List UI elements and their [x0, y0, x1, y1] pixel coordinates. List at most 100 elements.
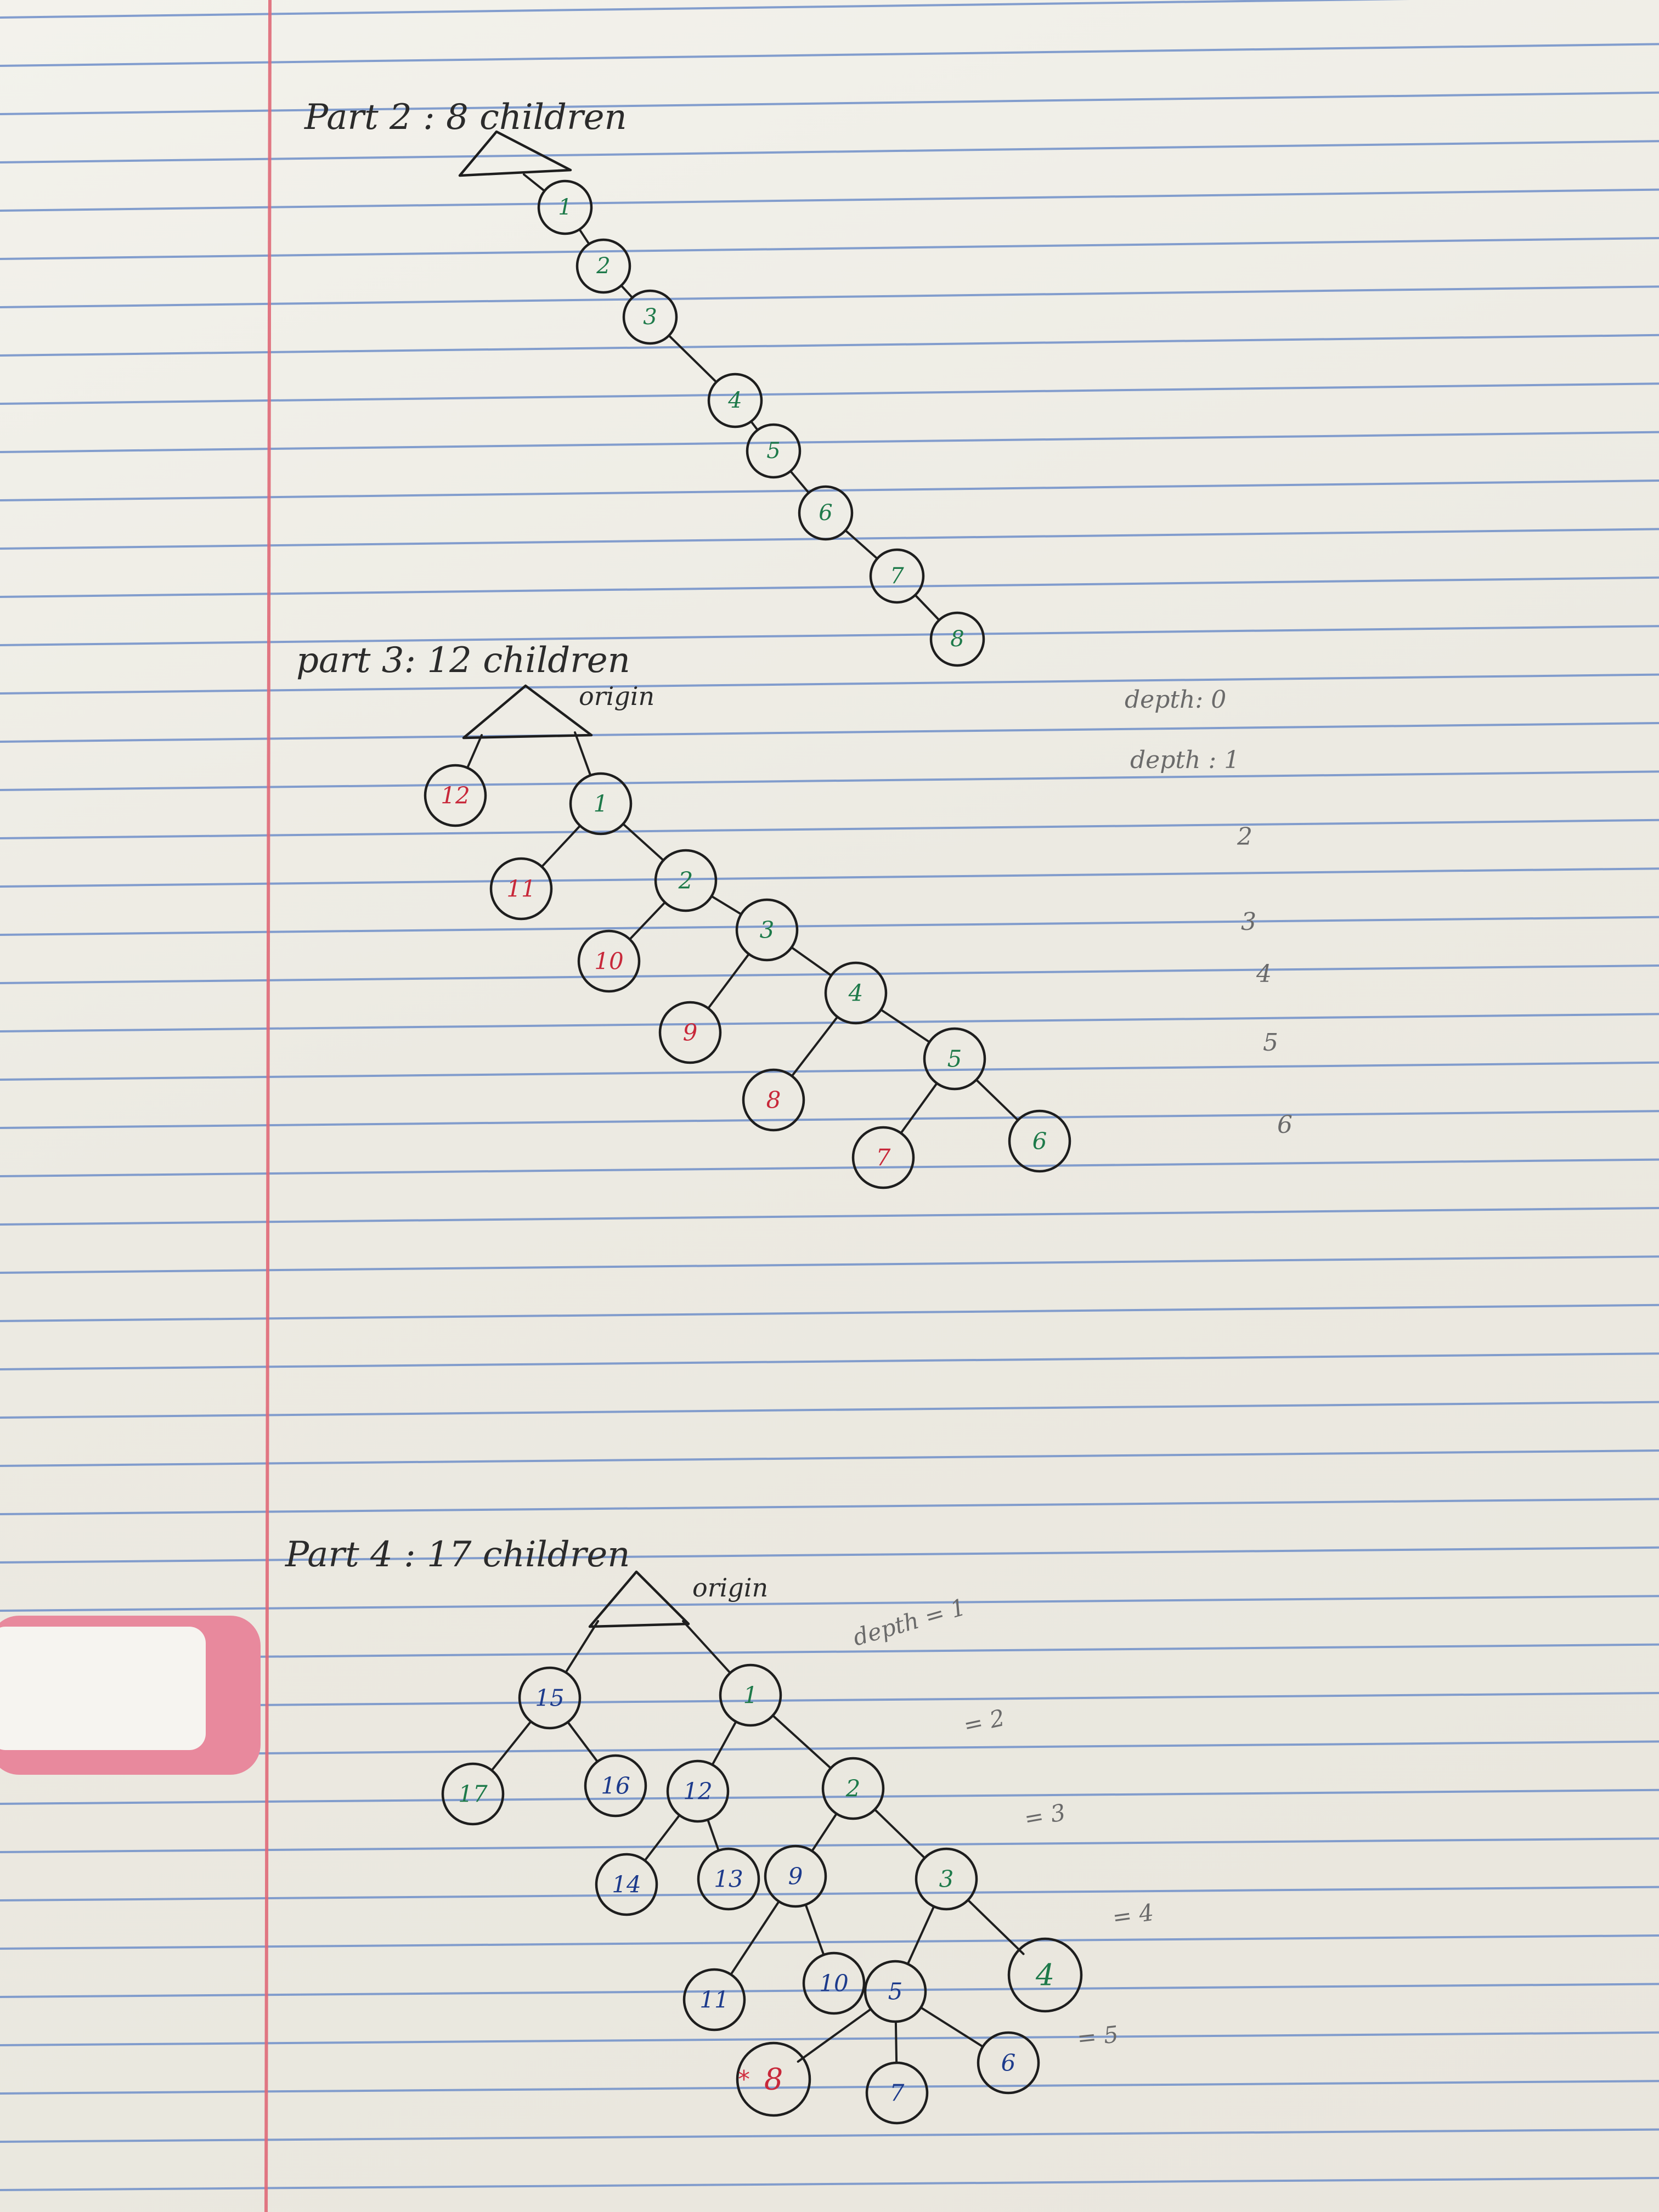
node-circle: [865, 2061, 929, 2125]
node-circle: [658, 1001, 722, 1064]
tree-edge: [707, 1818, 720, 1852]
node-circle: [719, 1663, 782, 1727]
tree-node-7: 7: [851, 1126, 915, 1189]
node-circle: [929, 611, 985, 667]
tree-edge: [914, 594, 940, 622]
node-circle: [697, 1847, 760, 1911]
node-circle: [764, 1844, 827, 1908]
node-label: 16: [601, 1773, 630, 1799]
depth-note: 5: [1263, 1029, 1278, 1057]
depth-note: 2: [1237, 823, 1252, 851]
tree-node-8: 8: [736, 2041, 811, 2117]
depth-note: 3: [1241, 908, 1256, 936]
node-label: 11: [506, 876, 535, 902]
tree-node-8: 8: [742, 1068, 805, 1132]
ruled-line: [0, 188, 1659, 212]
tree-edge: [710, 895, 743, 916]
node-label: 8: [766, 1087, 781, 1114]
tree-edge: [975, 1079, 1019, 1121]
tree-edge: [730, 1900, 780, 1976]
ruled-line: [0, 1449, 1659, 1467]
node-label: 2: [678, 867, 693, 894]
node-circle: [441, 1762, 505, 1826]
ruled-line: [0, 1788, 1659, 1805]
node-circle: [622, 289, 678, 345]
ruled-line: [0, 2128, 1659, 2143]
node-label: 4: [1035, 1958, 1054, 1993]
node-label: 13: [714, 1866, 743, 1893]
tree-node-3: 3: [622, 289, 678, 345]
ruled-line: [0, 1595, 1659, 1612]
tree-node-1: 1: [537, 179, 593, 235]
tree-edge: [574, 731, 592, 777]
node-label: 5: [766, 438, 780, 464]
tree-edge: [565, 1620, 599, 1674]
tree-edge: [644, 1814, 681, 1862]
ruled-line: [0, 382, 1659, 405]
tree-edge: [578, 228, 590, 245]
tree-node-6: 6: [798, 485, 854, 541]
tree-edge: [797, 2008, 872, 2063]
tree-edge: [540, 825, 582, 868]
node-label: 7: [890, 2080, 905, 2107]
node-label: 1: [594, 791, 608, 817]
depth-note: = 2: [961, 1704, 1007, 1739]
ruled-line: [0, 479, 1659, 501]
tree-edge: [879, 1008, 931, 1043]
ruled-line: [0, 625, 1659, 646]
node-label: 10: [819, 1970, 848, 1997]
ruled-line: [0, 576, 1659, 598]
ruled-line: [0, 0, 1410, 19]
ruled-line: [0, 2177, 1659, 2191]
tree-node-6: 6: [977, 2031, 1040, 2095]
tree-edge: [906, 1905, 935, 1965]
tree-edge: [523, 173, 546, 193]
tree-edge: [750, 420, 759, 431]
ruled-line: [0, 1886, 1659, 1901]
tree-node-3: 3: [915, 1847, 978, 1911]
tree-edge: [873, 1808, 926, 1859]
part-4-origin-label: origin: [692, 1573, 768, 1602]
tree-node-17: 17: [441, 1762, 505, 1826]
node-circle: [798, 485, 854, 541]
ruled-line: [0, 334, 1659, 357]
tree-node-2: 2: [575, 238, 631, 294]
node-label: 6: [1001, 2050, 1016, 2076]
node-label: 5: [888, 1978, 903, 2005]
part-4-origin-triangle: [588, 1570, 690, 1628]
node-label: 17: [458, 1781, 488, 1808]
ruled-line: [0, 237, 1659, 260]
part-3-tree: part 3: 12 children origin 1234567891011…: [296, 640, 1293, 1189]
node-label: 7: [890, 563, 904, 589]
tree-edge: [620, 284, 634, 299]
tree-node-5: 5: [864, 1960, 927, 2023]
node-label: 7: [876, 1144, 891, 1171]
tree-node-16: 16: [584, 1754, 647, 1818]
ruled-line: [0, 1158, 1659, 1177]
node-circle: [824, 961, 888, 1025]
node-circle: [682, 1968, 746, 2032]
ruled-line: [0, 1498, 1659, 1515]
node-circle: [575, 238, 631, 294]
tree-node-4: 4: [824, 961, 888, 1025]
part-2-title: Part 2 : 8 children: [304, 97, 627, 138]
ruled-line: [0, 1401, 1659, 1419]
depth-note: depth : 1: [1130, 746, 1239, 774]
ruled-line: [0, 1304, 1659, 1322]
node-circle: [869, 548, 925, 604]
node-label: 1: [743, 1682, 758, 1709]
node-label: 2: [845, 1775, 861, 1802]
tree-edge: [567, 1721, 599, 1763]
node-circle: [577, 929, 641, 993]
ruled-line: [0, 1352, 1659, 1370]
ruled-line: [0, 2080, 1659, 2095]
node-circle: [707, 373, 763, 428]
node-circle: [864, 1960, 927, 2023]
node-circle: [851, 1126, 915, 1189]
ruled-line: [0, 91, 1659, 115]
ruled-line: [0, 1934, 1659, 1950]
tree-edge: [900, 1082, 938, 1135]
